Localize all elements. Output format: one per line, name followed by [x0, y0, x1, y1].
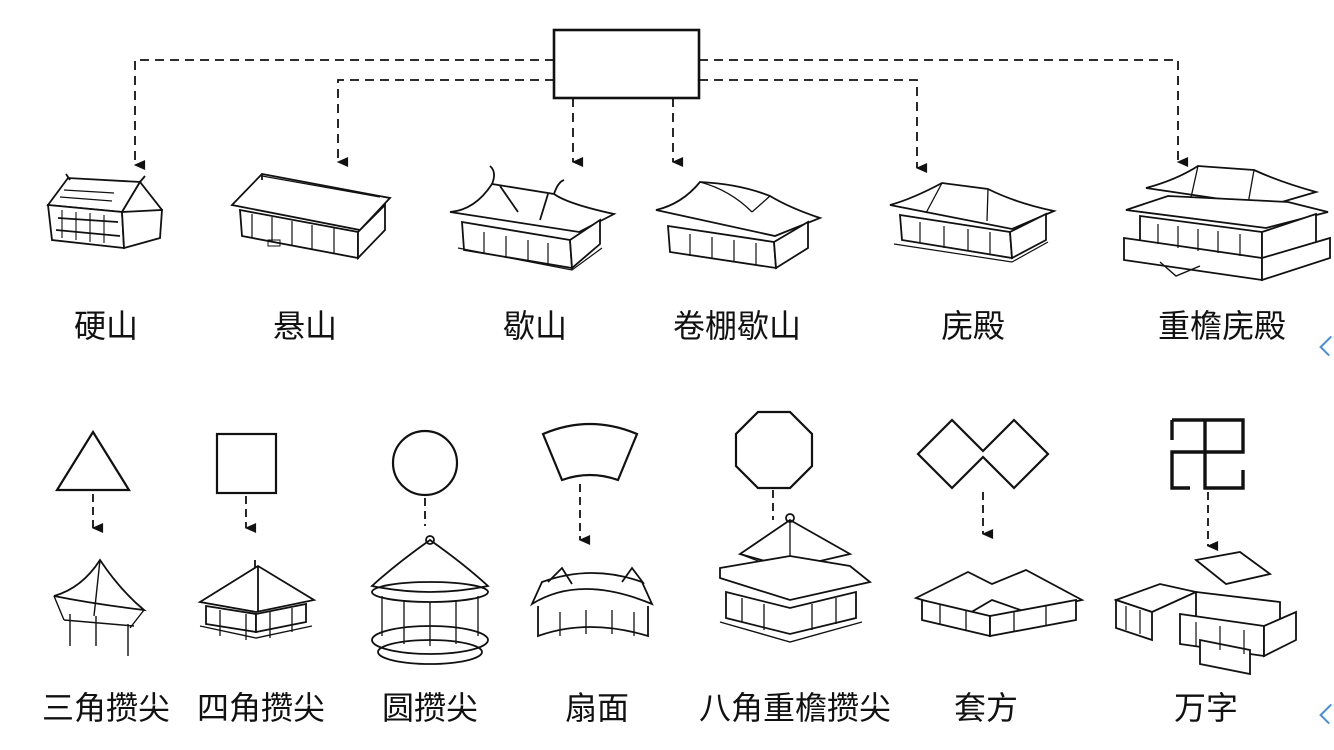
label-xuanshan: 悬山 [272, 307, 338, 345]
label-juanpeng-xieshan: 卷棚歇山 [672, 307, 802, 345]
triangle-plan-icon [55, 429, 131, 492]
pavilion-wanzi-icon [1113, 551, 1297, 676]
label-taofang: 套方 [953, 689, 1019, 727]
pavilion-taofang-icon [913, 569, 1085, 638]
building-chongyan-wudian-icon [1123, 165, 1331, 282]
pavilion-shanmian-icon [529, 566, 654, 638]
label-chongyan-wudian: 重檐庑殿 [1157, 307, 1287, 345]
square-plan-icon [215, 432, 278, 495]
label-shanmian: 扇面 [564, 689, 630, 727]
octagon-plan-icon [734, 410, 814, 490]
building-xieshan-icon [449, 165, 617, 271]
building-xuanshan-icon [230, 173, 392, 261]
building-juanpeng-xieshan-icon [655, 181, 823, 270]
hub-box [552, 28, 701, 100]
label-yuan-cuanjian: 圆攒尖 [381, 689, 479, 727]
pavilion-bajiao-chongyan-icon [719, 513, 873, 643]
pavilion-sanjiao-icon [53, 558, 147, 656]
label-wanzi: 万字 [1173, 689, 1239, 727]
label-wudian: 庑殿 [940, 307, 1006, 345]
circle-plan-icon [391, 429, 459, 497]
hub-connectors [133, 59, 1189, 174]
label-sijiao-cuanjian: 四角攒尖 [196, 689, 326, 727]
fan-plan-icon [541, 422, 639, 482]
building-yingshan-icon [46, 173, 164, 250]
double-diamond-plan-icon [916, 418, 1050, 490]
building-wudian-icon [889, 182, 1057, 263]
label-yingshan: 硬山 [73, 307, 139, 345]
label-bajiao-chongyan: 八角重檐攒尖 [698, 689, 892, 727]
label-sanjiao-cuanjian: 三角攒尖 [41, 689, 171, 727]
wan-character-plan-icon [1170, 418, 1245, 490]
pavilion-yuan-icon [370, 535, 490, 665]
shape-connectors [91, 484, 1219, 552]
label-xieshan: 歇山 [502, 307, 568, 345]
pavilion-sijiao-icon [197, 560, 317, 640]
